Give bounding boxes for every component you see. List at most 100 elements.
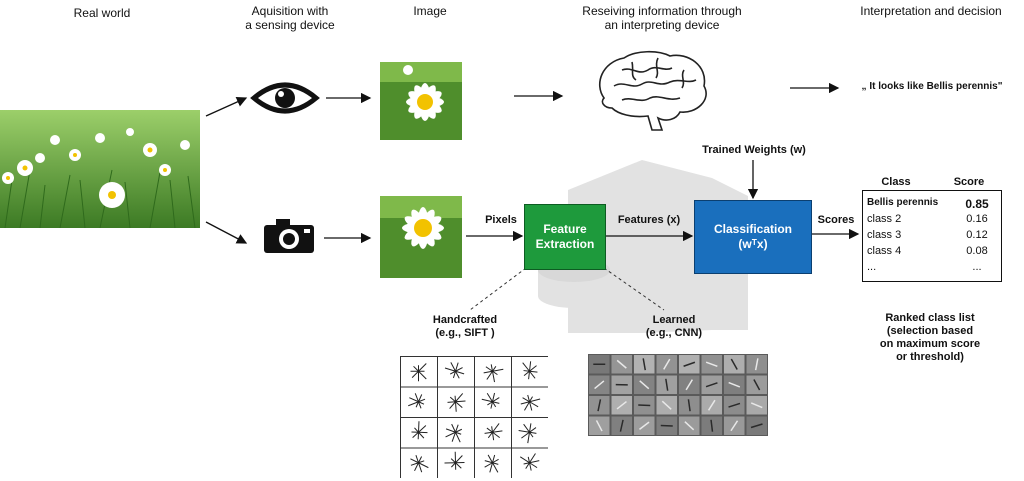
cnn-filter-stroke xyxy=(707,399,716,411)
ranked-class-caption: Ranked class list (selection based on ma… xyxy=(879,312,981,363)
sift-gradient-stroke xyxy=(492,431,500,439)
sift-gradient-stroke xyxy=(487,431,493,439)
eye-icon xyxy=(250,82,320,114)
cnn-filter-stroke xyxy=(639,380,650,390)
sift-gradient-stroke xyxy=(449,396,456,403)
sift-gradient-stroke xyxy=(455,401,457,412)
sift-gradient-stroke xyxy=(408,401,419,407)
cnn-filter-stroke xyxy=(750,423,763,429)
sift-gradient-stroke xyxy=(410,458,419,464)
sift-gradient-stroke xyxy=(410,462,419,466)
sift-gradient-stroke xyxy=(490,401,493,409)
sift-gradient-stroke xyxy=(486,427,493,433)
sift-gradient-stroke xyxy=(492,462,499,473)
sift-gradient-stroke xyxy=(521,431,530,439)
sift-gradient-stroke xyxy=(492,401,497,408)
sift-gradient-stroke xyxy=(492,370,498,376)
sift-gradient-stroke xyxy=(523,370,530,376)
sift-gradient-stroke xyxy=(529,431,534,438)
sift-gradient-stroke xyxy=(418,363,427,372)
sift-gradient-stroke xyxy=(418,401,422,409)
sift-gradient-stroke xyxy=(413,365,419,372)
sift-gradient-stroke xyxy=(492,462,499,465)
sift-gradient-stroke xyxy=(418,431,425,439)
brain-icon xyxy=(599,50,707,131)
daisy-image-bottom xyxy=(380,196,462,278)
sift-gradient-stroke xyxy=(481,398,493,403)
sift-gradient-stroke xyxy=(492,392,496,402)
cnn-filter-stroke xyxy=(594,380,605,390)
sift-gradient-stroke xyxy=(492,454,496,463)
sift-gradient-stroke xyxy=(492,423,500,433)
sift-gradient-stroke xyxy=(445,431,456,438)
cnn-filter-stroke xyxy=(597,399,602,412)
sift-gradient-stroke xyxy=(492,366,497,372)
cnn-filter-stroke xyxy=(687,399,691,412)
sift-gradient-stroke xyxy=(483,370,493,374)
sift-gradient-stroke xyxy=(450,362,456,372)
score-row-class: class 3 xyxy=(867,229,902,241)
cnn-filter-stroke xyxy=(616,400,627,410)
sift-gradient-stroke xyxy=(415,455,419,463)
sift-gradient-stroke xyxy=(445,428,456,433)
scores-label: Scores xyxy=(817,214,855,226)
sift-gradient-stroke xyxy=(492,430,503,433)
sift-gradient-stroke xyxy=(489,462,493,473)
sift-gradient-stroke xyxy=(529,462,532,471)
sift-gradient-stroke xyxy=(447,401,456,403)
score-row-value: 0.12 xyxy=(966,229,988,241)
sift-gradient-stroke xyxy=(529,460,540,464)
sift-gradient-stroke xyxy=(487,454,493,463)
cnn-filter-stroke xyxy=(705,361,718,368)
score-header: Score xyxy=(953,176,985,188)
sift-gradient-stroke xyxy=(414,462,419,472)
sift-gradient-stroke xyxy=(529,396,533,403)
score-row-value: 0.85 xyxy=(965,197,989,211)
sift-descriptor-grid xyxy=(400,356,548,478)
sift-gradient-stroke xyxy=(529,453,536,464)
cnn-filter-stroke xyxy=(663,358,671,370)
sift-gradient-stroke xyxy=(492,458,499,464)
sift-gradient-stroke xyxy=(449,401,456,409)
sift-gradient-stroke xyxy=(522,362,530,372)
sift-gradient-stroke xyxy=(492,397,500,403)
camera-icon xyxy=(264,219,314,253)
sift-gradient-stroke xyxy=(486,392,493,403)
sift-gradient-stroke xyxy=(523,462,530,465)
sift-gradient-stroke xyxy=(455,400,466,403)
score-row-class: class 4 xyxy=(867,245,902,257)
sift-gradient-stroke xyxy=(523,370,530,372)
classification-formula: (wᵀx) xyxy=(738,237,768,251)
sift-gradient-stroke xyxy=(529,431,537,434)
classification-label: Classification xyxy=(713,222,793,236)
sift-gradient-stroke xyxy=(523,423,530,433)
sift-gradient-stroke xyxy=(529,370,536,379)
sift-gradient-stroke xyxy=(455,370,465,375)
pixels-label: Pixels xyxy=(485,214,517,226)
sift-gradient-stroke xyxy=(529,365,537,372)
sift-gradient-stroke xyxy=(529,370,538,373)
cnn-filter-grid xyxy=(588,354,768,436)
sift-gradient-stroke xyxy=(485,366,493,372)
header-real-world: Real world xyxy=(73,6,131,20)
sift-gradient-stroke xyxy=(418,460,425,464)
cnn-filter-stroke xyxy=(685,379,694,391)
score-row-value: ... xyxy=(972,261,982,273)
sift-gradient-stroke xyxy=(491,426,493,433)
sift-gradient-stroke xyxy=(520,401,530,405)
sift-gradient-stroke xyxy=(418,425,427,433)
score-row-value: 0.16 xyxy=(966,213,988,225)
cnn-filter-stroke xyxy=(642,358,647,371)
class-header: Class xyxy=(881,176,911,188)
feature-extraction-box: Feature Extraction xyxy=(524,204,606,270)
sift-gradient-stroke xyxy=(484,460,493,464)
sift-gradient-stroke xyxy=(455,362,459,372)
handcrafted-label: Handcrafted (e.g., SIFT ) xyxy=(432,314,498,339)
sift-gradient-stroke xyxy=(418,401,425,405)
sift-gradient-stroke xyxy=(528,371,530,380)
classification-box: Classification (wᵀx) xyxy=(694,200,812,274)
sift-gradient-stroke xyxy=(529,401,539,408)
sift-gradient-stroke xyxy=(529,398,541,403)
sift-gradient-stroke xyxy=(492,371,496,383)
